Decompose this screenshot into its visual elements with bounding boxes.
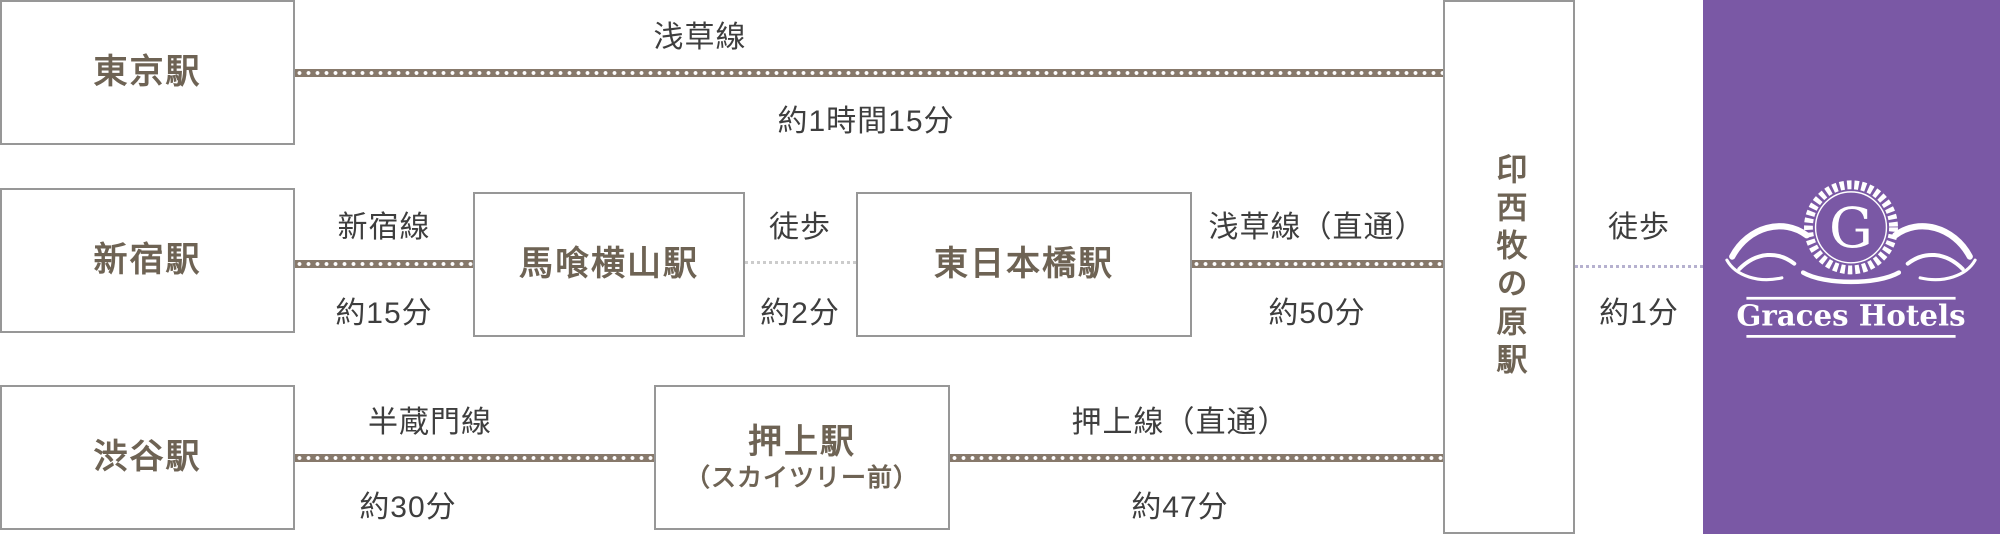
logo-flourish-left-icon <box>1725 223 1810 282</box>
line-label-shinjuku: 新宿線 <box>337 211 431 244</box>
line-label-asakusa-direct: 浅草線（直通） <box>1208 211 1426 244</box>
walk-label-mid: 徒歩 <box>769 211 831 244</box>
station-label-tokyo: 東京駅 <box>93 53 202 92</box>
station-label-bakuroyokoyama: 馬喰横山駅 <box>519 245 699 284</box>
time-label-oshiage-direct: 約47分 <box>1131 491 1229 524</box>
line-label-asakusa: 浅草線 <box>653 21 747 54</box>
rail-line-asakusa-direct <box>1192 260 1443 268</box>
logo-flourish-right-icon <box>1892 223 1977 282</box>
station-box-shibuya: 渋谷駅 <box>0 385 295 530</box>
rail-line-hanzomon <box>295 454 654 462</box>
rail-line-oshiage-direct <box>950 454 1443 462</box>
walk-time-mid: 約2分 <box>760 297 840 330</box>
logo-center-swirl-icon <box>1800 270 1902 284</box>
graces-hotels-logo: G Graces Hotels <box>1725 180 1977 338</box>
time-label-hanzomon: 約30分 <box>359 491 457 524</box>
time-label-shinjuku: 約15分 <box>335 297 433 330</box>
walk-time-final: 約1分 <box>1599 297 1679 330</box>
rail-line-shinjuku <box>295 260 473 268</box>
time-label-asakusa-direct: 約50分 <box>1268 297 1366 330</box>
walk-line-station-hotel <box>1575 265 1703 268</box>
station-label-shibuya: 渋谷駅 <box>93 438 202 477</box>
station-box-bakuroyokoyama: 馬喰横山駅 <box>473 192 745 337</box>
walk-line-bakuro-higashi <box>745 261 856 264</box>
rail-line-tokyo-asakusa <box>295 69 1443 77</box>
station-box-oshiage: 押上駅 （スカイツリー前） <box>654 385 950 530</box>
station-label-oshiage: 押上駅 <box>748 422 856 461</box>
station-box-higashinihombashi: 東日本橋駅 <box>856 192 1192 337</box>
station-box-shinjuku: 新宿駅 <box>0 188 295 333</box>
logo-brand-text: Graces Hotels <box>1736 299 1965 333</box>
time-label-tokyo: 約1時間15分 <box>777 105 955 138</box>
logo-wreath-icon <box>1804 180 1898 275</box>
station-sublabel-oshiage: （スカイツリー前） <box>684 464 919 493</box>
station-label-shinjuku: 新宿駅 <box>93 241 202 280</box>
hotel-panel: G Graces Hotels <box>1703 0 2000 534</box>
walk-label-final: 徒歩 <box>1608 211 1670 244</box>
line-label-oshiage-direct: 押上線（直通） <box>1071 406 1289 439</box>
station-box-tokyo: 東京駅 <box>0 0 295 145</box>
station-box-inzaimakinohara: 印西牧の原駅 <box>1443 0 1575 534</box>
station-label-inzaimakinohara: 印西牧の原駅 <box>1491 153 1527 381</box>
station-label-higashinihombashi: 東日本橋駅 <box>934 245 1114 284</box>
logo-monogram: G <box>1829 196 1873 260</box>
logo-inner-ring-icon <box>1814 191 1888 264</box>
line-label-hanzomon: 半蔵門線 <box>368 406 492 439</box>
